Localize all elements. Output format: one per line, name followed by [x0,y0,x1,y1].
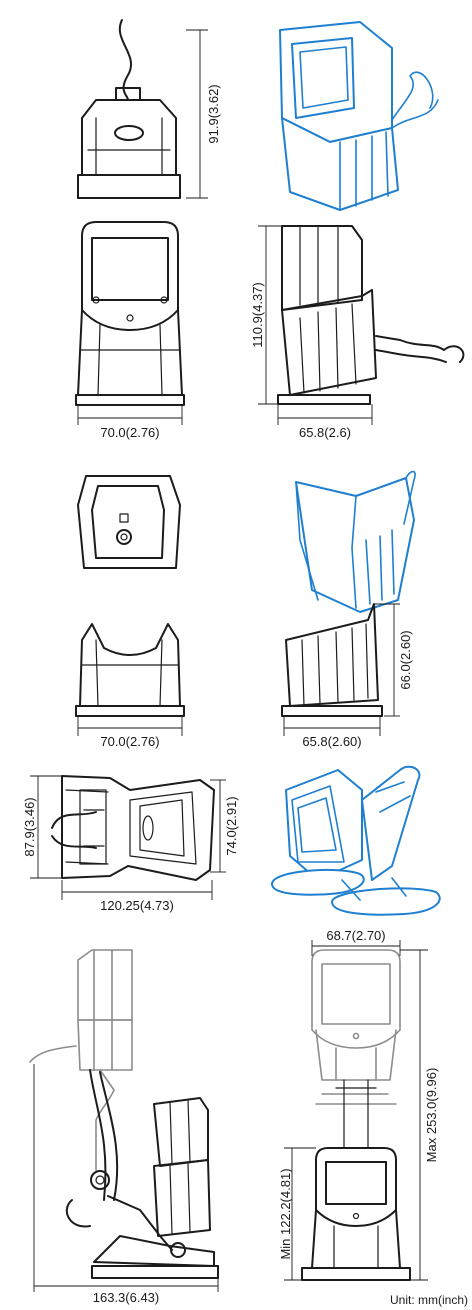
stand-depth-label: 65.8(2.60) [302,734,361,749]
dim-bracket-length: 120.25(4.73) [61,880,213,913]
arm-width-label: 68.7(2.70) [326,928,385,943]
dim-arm-min-height: Min 122.2(4.81) [278,1147,316,1281]
dim-side-height: 110.9(4.37) [250,225,282,405]
dim-arm-max-height: Max 253.0(9.96) [400,949,439,1281]
dim-arm-width: 68.7(2.70) [311,928,401,956]
bracket-width-label: 87.9(3.46) [22,797,37,856]
scanner-isometric-view [279,21,439,211]
arm-max-height-label: Max 253.0(9.96) [424,1068,439,1163]
scanner-top-view [77,19,181,199]
dim-stand-height: 66.0(2.60) [374,603,413,717]
top-height-label: 91.9(3.62) [206,84,221,143]
scanner-side-view [277,225,465,405]
arm-reach-label: 163.3(6.43) [93,1290,160,1305]
side-depth-label: 65.8(2.6) [299,425,351,440]
stand-front-view [75,623,185,717]
bracket-length-label: 120.25(4.73) [100,898,174,913]
stand-side-view [281,603,383,717]
dim-stand-depth: 65.8(2.60) [283,716,381,749]
dim-front-width: 70.0(2.76) [77,405,183,440]
dim-bracket-inner: 74.0(2.91) [210,779,239,873]
dim-arm-reach: 163.3(6.43) [33,1064,219,1305]
dim-side-depth: 65.8(2.6) [277,404,373,440]
front-width-label: 70.0(2.76) [100,425,159,440]
bracket-inner-label: 74.0(2.91) [224,796,239,855]
stand-width-label: 70.0(2.76) [100,734,159,749]
arm-min-height-label: Min 122.2(4.81) [278,1168,293,1259]
bracket-top-view [51,775,215,881]
stand-height-label: 66.0(2.60) [398,630,413,689]
stand-isometric-view [295,470,416,613]
dim-stand-width: 70.0(2.76) [77,716,183,749]
arm-front-view [301,949,411,1281]
scanner-front-view [75,221,185,406]
dim-bracket-width: 87.9(3.46) [22,775,62,879]
bracket-isometric-view [271,765,441,916]
arm-side-view [29,949,219,1279]
stand-top-view [77,475,181,569]
dim-top-height: 91.9(3.62) [186,29,221,199]
side-height-label: 110.9(4.37) [250,282,265,348]
unit-note: Unit: mm(inch) [390,1293,468,1307]
